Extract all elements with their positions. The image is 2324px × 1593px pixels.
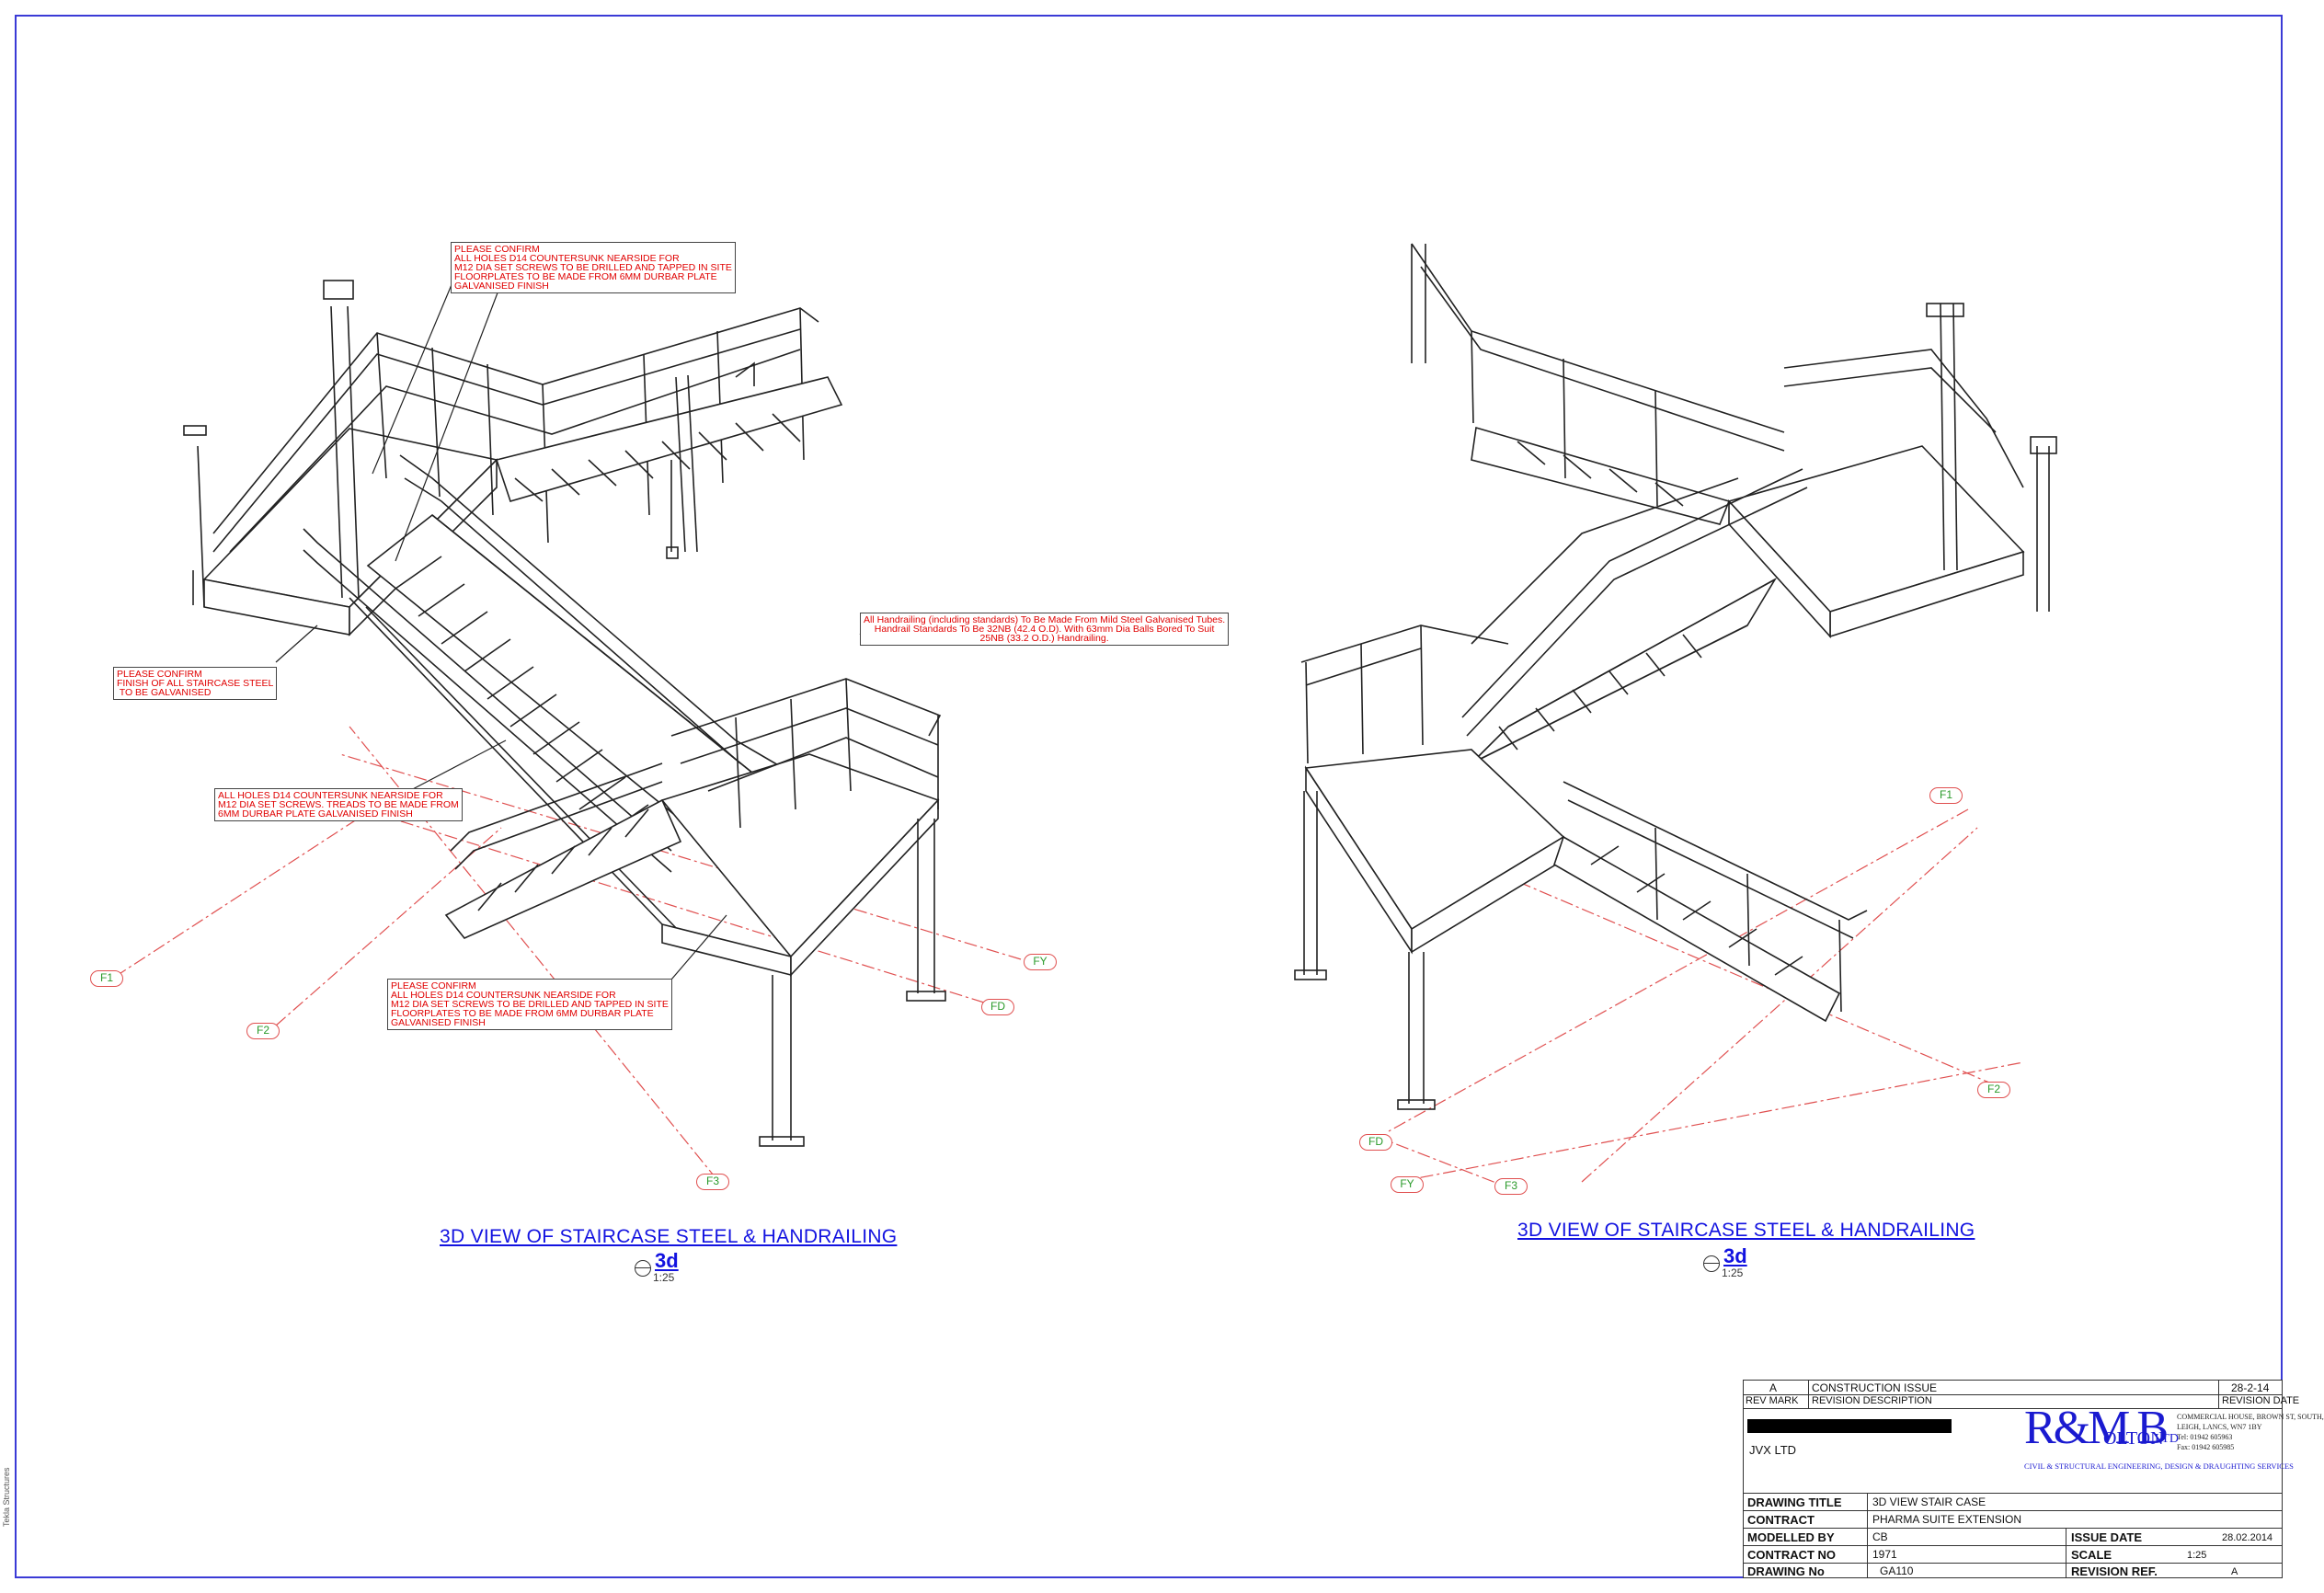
revision-date: 28-2-14 bbox=[2231, 1381, 2270, 1394]
left-leader-lines bbox=[275, 275, 875, 980]
grid-tag-f2: F2 bbox=[246, 1023, 280, 1039]
grid-tag-fd: FD bbox=[981, 999, 1014, 1015]
left-main-flight bbox=[303, 454, 811, 932]
section-marker-icon bbox=[635, 1260, 651, 1277]
view-scale: 1:25 bbox=[653, 1271, 675, 1284]
view-reference-right: 3d 1:25 bbox=[1703, 1246, 1758, 1283]
value-modelled-by: CB bbox=[1872, 1530, 1888, 1543]
revision-description-header: REVISION DESCRIPTION bbox=[1812, 1395, 1932, 1406]
left-upper-flight bbox=[495, 361, 843, 553]
value-revision: A bbox=[2231, 1566, 2238, 1577]
label-drawing-no: DRAWING No bbox=[1747, 1564, 1825, 1578]
value-drawing-title: 3D VIEW STAIR CASE bbox=[1872, 1496, 1986, 1508]
logo-ltd-text: LTD bbox=[2155, 1432, 2179, 1446]
right-staircase-view bbox=[1294, 243, 2057, 1192]
grid-tag-fd: FD bbox=[1359, 1134, 1392, 1151]
logo-olton-text: OLTON bbox=[2103, 1428, 2164, 1449]
label-modelled-by: MODELLED BY bbox=[1747, 1530, 1835, 1544]
rev-mark-header: REV MARK bbox=[1746, 1395, 1799, 1406]
value-issue-date: 28.02.2014 bbox=[2222, 1532, 2273, 1543]
drawing-border bbox=[15, 15, 2283, 1578]
label-revision: REVISION REF. bbox=[2071, 1564, 2158, 1578]
value-scale: 1:25 bbox=[2187, 1550, 2207, 1561]
grid-tag-f1: F1 bbox=[90, 970, 123, 987]
grid-tag-f3: F3 bbox=[1494, 1178, 1528, 1195]
note-bottom-left: PLEASE CONFIRM ALL HOLES D14 COUNTERSUNK… bbox=[387, 979, 672, 1030]
right-grid-lines bbox=[1374, 808, 2024, 1192]
view-code: 3d bbox=[655, 1249, 679, 1272]
revision-mark: A bbox=[1769, 1381, 1778, 1394]
label-issue-date: ISSUE DATE bbox=[2071, 1530, 2143, 1544]
software-watermark: Tekla Structures bbox=[2, 1467, 11, 1527]
company-address: COMMERCIAL HOUSE, BROWN ST, SOUTH, LEIGH… bbox=[2177, 1413, 2324, 1451]
company-tagline: CIVIL & STRUCTURAL ENGINEERING, DESIGN &… bbox=[2024, 1461, 2294, 1471]
view-scale: 1:25 bbox=[1722, 1266, 1744, 1279]
value-contract-no: 1971 bbox=[1872, 1548, 1897, 1561]
label-drawing-title: DRAWING TITLE bbox=[1747, 1496, 1842, 1509]
note-top-left: PLEASE CONFIRM ALL HOLES D14 COUNTERSUNK… bbox=[451, 242, 736, 293]
grid-tag-f3: F3 bbox=[696, 1174, 729, 1190]
company-logo: R&M B OLTON LTD COMMERCIAL HOUSE, BROWN … bbox=[2024, 1402, 2324, 1478]
view-title-left: 3D VIEW OF STAIRCASE STEEL & HANDRAILING bbox=[440, 1226, 898, 1247]
grid-tag-f1: F1 bbox=[1929, 787, 1963, 804]
title-block: A CONSTRUCTION ISSUE 28-2-14 REV MARK RE… bbox=[1743, 1380, 2324, 1578]
grid-tag-fy: FY bbox=[1024, 954, 1057, 970]
value-drawing-no: GA110 bbox=[1880, 1564, 1914, 1577]
left-posts bbox=[183, 280, 679, 559]
label-contract: CONTRACT bbox=[1747, 1513, 1815, 1527]
label-scale: SCALE bbox=[2071, 1548, 2112, 1562]
view-title-right: 3D VIEW OF STAIRCASE STEEL & HANDRAILING bbox=[1517, 1220, 1975, 1241]
right-lower-landing bbox=[1294, 625, 1868, 1110]
right-main-flight bbox=[1461, 468, 1808, 764]
left-staircase-view bbox=[114, 275, 1022, 1181]
redacted-client-name bbox=[1747, 1419, 1952, 1433]
note-handrailing: All Handrailing (including standards) To… bbox=[860, 613, 1230, 646]
logo-main-text: R&M B bbox=[2024, 1402, 2169, 1454]
grid-tag-f2: F2 bbox=[1977, 1082, 2010, 1098]
view-code: 3d bbox=[1723, 1244, 1747, 1267]
left-lower-landing bbox=[444, 678, 946, 1147]
section-marker-icon bbox=[1703, 1255, 1720, 1272]
revision-description: CONSTRUCTION ISSUE bbox=[1812, 1381, 1938, 1394]
label-contract-no: CONTRACT NO bbox=[1747, 1548, 1837, 1562]
note-finish: PLEASE CONFIRM FINISH OF ALL STAIRCASE S… bbox=[113, 667, 278, 700]
grid-tag-fy: FY bbox=[1391, 1176, 1424, 1193]
client-name: JVX LTD bbox=[1749, 1443, 1797, 1457]
note-treads: ALL HOLES D14 COUNTERSUNK NEARSIDE FOR M… bbox=[214, 788, 463, 821]
right-upper-landing bbox=[1411, 243, 2057, 639]
revision-date-header: REVISION DATE bbox=[2222, 1395, 2300, 1406]
view-reference-left: 3d 1:25 bbox=[635, 1251, 690, 1288]
value-contract: PHARMA SUITE EXTENSION bbox=[1872, 1513, 2022, 1526]
